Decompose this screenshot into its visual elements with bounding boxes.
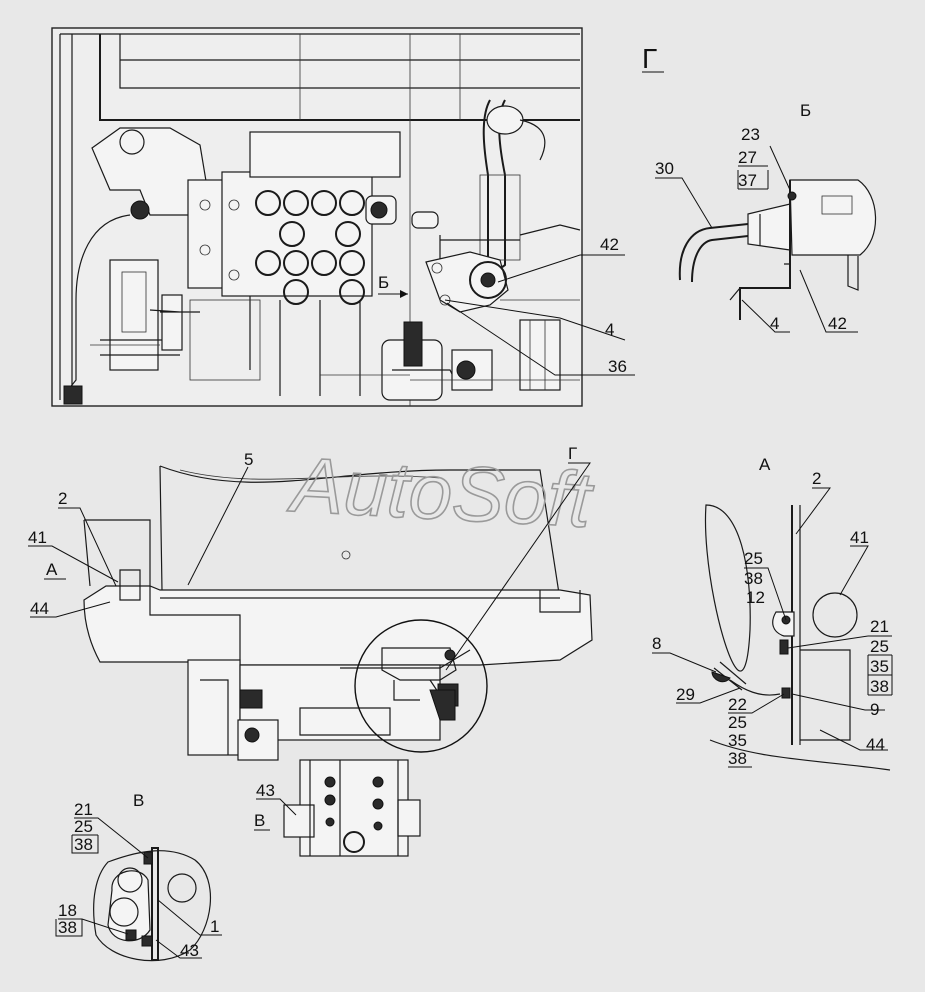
main-mark-g: Г: [568, 444, 577, 463]
main-callout-5: 5: [244, 450, 253, 469]
main-callout-2: 2: [58, 489, 67, 508]
a-callout-22: 22: [728, 695, 747, 714]
main-callout-43: 43: [256, 781, 275, 800]
detail-g-subtitle: Б: [800, 101, 811, 120]
callout-42b: 42: [828, 314, 847, 333]
detail-g-view: [678, 179, 877, 320]
direction-label: Б: [378, 273, 389, 292]
pump-ports: [324, 776, 384, 853]
v-callout-38a: 38: [74, 835, 93, 854]
a-callout-35b: 35: [870, 657, 889, 676]
top-view: [51, 27, 583, 407]
detail-g-title: Г: [642, 43, 657, 74]
a-callout-38a: 38: [744, 569, 763, 588]
main-mark-a: А: [46, 560, 58, 579]
v-callout-18: 18: [58, 901, 77, 920]
detail-v-title: В: [133, 791, 144, 810]
a-callout-41: 41: [850, 528, 869, 547]
v-callout-1: 1: [210, 917, 219, 936]
callout-37: 37: [738, 171, 757, 190]
a-callout-21: 21: [870, 617, 889, 636]
v-callout-43: 43: [180, 941, 199, 960]
callout-4b: 4: [770, 314, 779, 333]
callout-27: 27: [738, 148, 757, 167]
callout-36: 36: [608, 357, 627, 376]
main-callout-41: 41: [28, 528, 47, 547]
callout-23: 23: [741, 125, 760, 144]
a-callout-35c: 35: [728, 731, 747, 750]
a-callout-8: 8: [652, 634, 661, 653]
main-mark-v: В: [254, 811, 265, 830]
a-callout-38c: 38: [728, 749, 747, 768]
valve-ports: [199, 190, 365, 305]
callout-30: 30: [655, 159, 674, 178]
a-callout-9: 9: [870, 700, 879, 719]
detail-a-view: [704, 504, 891, 771]
v-callout-38b: 38: [58, 918, 77, 937]
a-callout-12: 12: [746, 588, 765, 607]
a-callout-25c: 25: [728, 713, 747, 732]
callout-42: 42: [600, 235, 619, 254]
detail-a-title: А: [759, 455, 771, 474]
a-callout-2: 2: [812, 469, 821, 488]
a-callout-29: 29: [676, 685, 695, 704]
main-callout-44: 44: [30, 599, 49, 618]
v-callout-21: 21: [74, 800, 93, 819]
direction-arrow: [378, 290, 408, 298]
main-view: [83, 465, 593, 857]
a-callout-25a: 25: [744, 549, 763, 568]
v-callout-25: 25: [74, 817, 93, 836]
a-callout-38b: 38: [870, 677, 889, 696]
callout-4: 4: [605, 320, 614, 339]
a-callout-44: 44: [866, 735, 885, 754]
watermark: AutoSoft: [286, 440, 597, 544]
a-callout-25b: 25: [870, 637, 889, 656]
